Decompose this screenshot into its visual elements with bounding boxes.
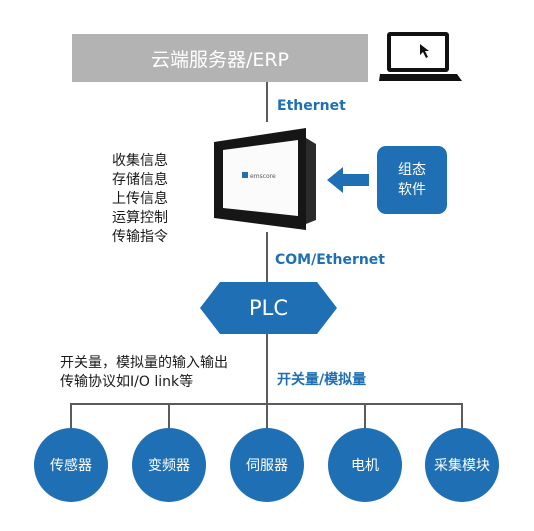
plc-hexagon [200, 282, 337, 334]
hmi-brand-text: emscore [250, 173, 276, 180]
device-acquisition-module-label: 采集模块 [434, 458, 490, 474]
device-servo-label: 伺服器 [246, 458, 288, 474]
device-drop-2 [168, 403, 170, 429]
signal-description-line1: 开关量，模拟量的输入输出 [60, 355, 228, 371]
com-ethernet-label: COM/Ethernet [275, 252, 385, 268]
signal-description: 开关量，模拟量的输入输出 传输协议如I/O link等 [60, 354, 228, 392]
ethernet-label: Ethernet [277, 98, 346, 114]
io-signal-label: 开关量/模拟量 [277, 372, 367, 388]
configuration-software-box: 组态 软件 [377, 146, 447, 214]
device-inverter-label: 变频器 [148, 458, 190, 474]
device-inverter: 变频器 [132, 428, 206, 502]
device-sensor-label: 传感器 [50, 458, 92, 474]
signal-description-line2: 传输协议如I/O link等 [60, 374, 194, 390]
device-drop-5 [461, 403, 463, 429]
hmi-panel-icon: emscore [214, 128, 316, 230]
com-ethernet-connector [266, 232, 268, 282]
ethernet-connector [266, 82, 268, 122]
software-label-line1: 组态 [398, 162, 426, 178]
arrow-left-icon [327, 167, 369, 193]
hmi-function-store: 存储信息 [112, 172, 168, 188]
software-label-line2: 软件 [398, 182, 426, 198]
cloud-server-bar: 云端服务器/ERP [72, 34, 368, 82]
device-acquisition-module: 采集模块 [425, 428, 499, 502]
hmi-function-transmit: 传输指令 [112, 229, 168, 245]
laptop-icon [379, 32, 462, 81]
plc-label: PLC [248, 296, 289, 320]
cloud-server-label: 云端服务器/ERP [150, 48, 290, 71]
device-drop-1 [70, 403, 72, 429]
device-drop-3 [266, 403, 268, 429]
device-motor: 电机 [328, 428, 402, 502]
device-sensor: 传感器 [34, 428, 108, 502]
hmi-function-upload: 上传信息 [112, 191, 168, 207]
hmi-function-list: 收集信息 存储信息 上传信息 运算控制 传输指令 [112, 152, 168, 247]
hmi-function-collect: 收集信息 [112, 153, 168, 169]
hmi-function-compute: 运算控制 [112, 210, 168, 226]
device-servo: 伺服器 [230, 428, 304, 502]
device-motor-label: 电机 [351, 458, 379, 474]
device-drop-4 [364, 403, 366, 429]
io-connector [266, 334, 268, 404]
